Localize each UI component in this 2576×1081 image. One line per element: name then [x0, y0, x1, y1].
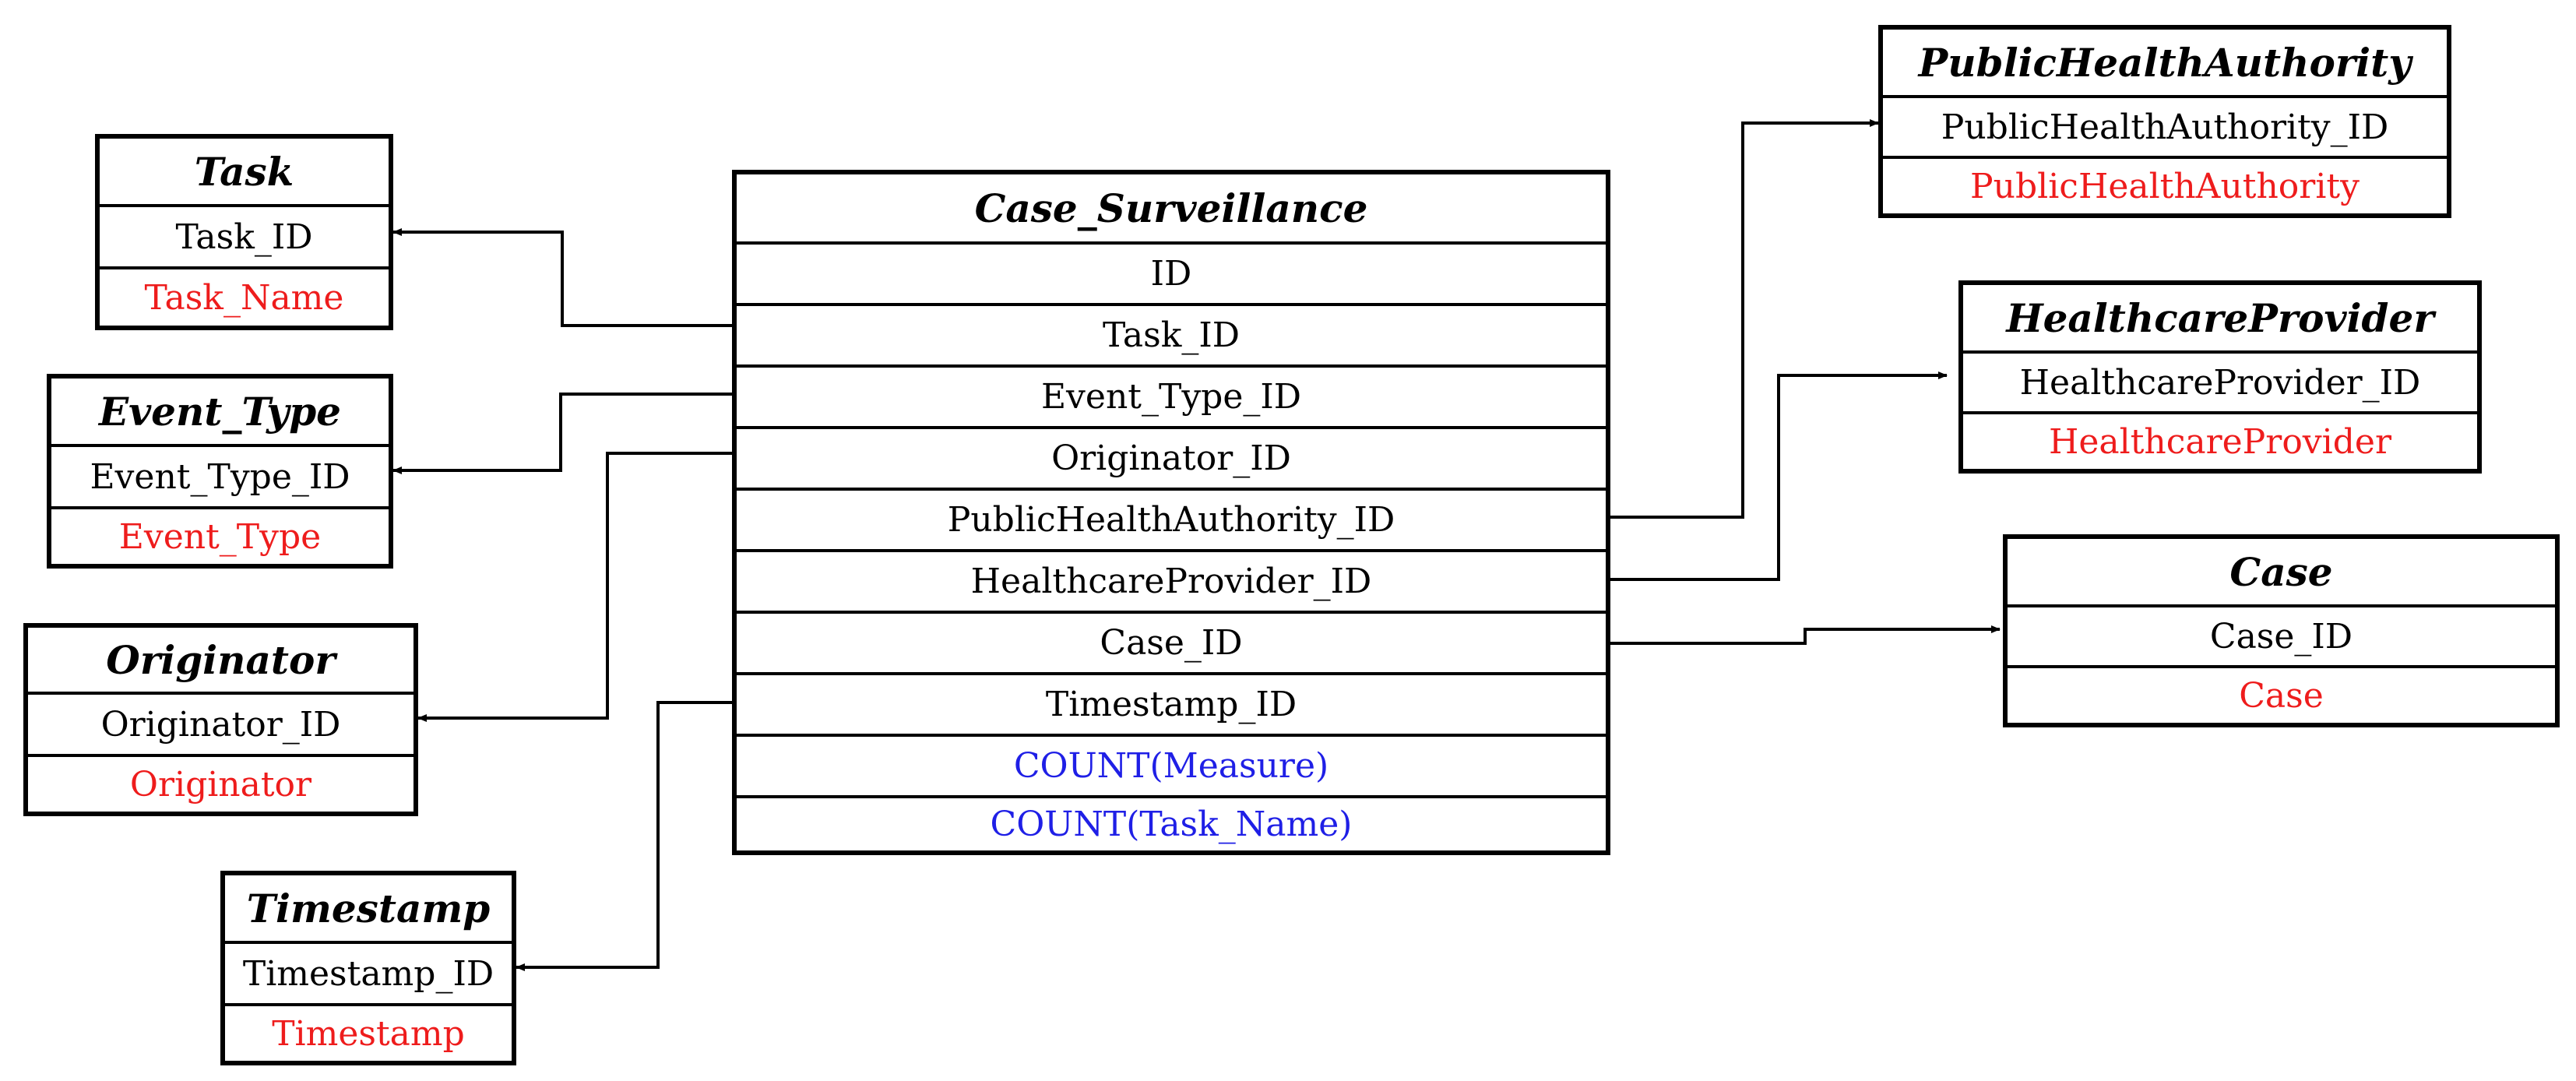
dimension-task: Task Task_ID Task_Name [95, 134, 393, 330]
fact-key-public-health-authority-id: PublicHealthAuthority_ID [737, 488, 1606, 549]
fact-key-task-id: Task_ID [737, 303, 1606, 364]
dimension-case: Case Case_ID Case [2003, 534, 2560, 727]
fact-key-healthcare-provider-id: HealthcareProvider_ID [737, 549, 1606, 611]
fact-key-case-id: Case_ID [737, 611, 1606, 672]
fact-key-event-type-id: Event_Type_ID [737, 364, 1606, 426]
dimension-title: Timestamp [246, 885, 491, 931]
dimension-attribute: Timestamp [225, 1003, 512, 1061]
dimension-attribute: Case [2008, 665, 2555, 723]
dimension-public-health-authority: PublicHealthAuthority PublicHealthAuthor… [1878, 25, 2451, 218]
dimension-key: Timestamp_ID [225, 941, 512, 1003]
dimension-attribute: Task_Name [100, 266, 389, 326]
dimension-event-type: Event_Type Event_Type_ID Event_Type [47, 374, 393, 569]
dimension-attribute: Event_Type [51, 506, 389, 564]
dimension-attribute: HealthcareProvider [1963, 411, 2477, 469]
connector-event-type [392, 393, 732, 474]
connector-task [392, 228, 732, 327]
dimension-key: Event_Type_ID [51, 444, 389, 506]
fact-key-id: ID [737, 241, 1606, 303]
fact-table-title: Case_Surveillance [974, 185, 1368, 231]
dimension-title: PublicHealthAuthority [1918, 39, 2412, 86]
dimension-key: PublicHealthAuthority_ID [1883, 95, 2447, 156]
dimension-timestamp: Timestamp Timestamp_ID Timestamp [220, 871, 516, 1065]
fact-table-case-surveillance: Case_Surveillance ID Task_ID Event_Type_… [732, 170, 1610, 855]
dimension-key: Originator_ID [28, 692, 413, 754]
connector-originator [417, 452, 732, 722]
dimension-attribute: PublicHealthAuthority [1883, 156, 2447, 213]
dimension-title: Task [194, 148, 294, 195]
dimension-title: Event_Type [99, 388, 341, 435]
dimension-healthcare-provider: HealthcareProvider HealthcareProvider_ID… [1958, 280, 2482, 474]
dimension-title: HealthcareProvider [2006, 294, 2434, 341]
fact-measure-count-task-name: COUNT(Task_Name) [737, 795, 1606, 850]
dimension-attribute: Originator [28, 754, 413, 812]
connector-public-health-authority [1610, 119, 1879, 519]
dimension-title: Case [2229, 548, 2333, 595]
fact-key-timestamp-id: Timestamp_ID [737, 672, 1606, 734]
fact-measure-count-measure: COUNT(Measure) [737, 734, 1606, 795]
connector-timestamp [516, 701, 732, 971]
dimension-originator: Originator Originator_ID Originator [23, 623, 418, 816]
dimension-key: Case_ID [2008, 604, 2555, 665]
dimension-key: Task_ID [100, 204, 389, 266]
connector-healthcare-provider [1610, 371, 1948, 581]
fact-key-originator-id: Originator_ID [737, 426, 1606, 488]
dimension-title: Originator [106, 636, 336, 683]
dimension-key: HealthcareProvider_ID [1963, 350, 2477, 411]
connector-case [1610, 625, 2001, 645]
